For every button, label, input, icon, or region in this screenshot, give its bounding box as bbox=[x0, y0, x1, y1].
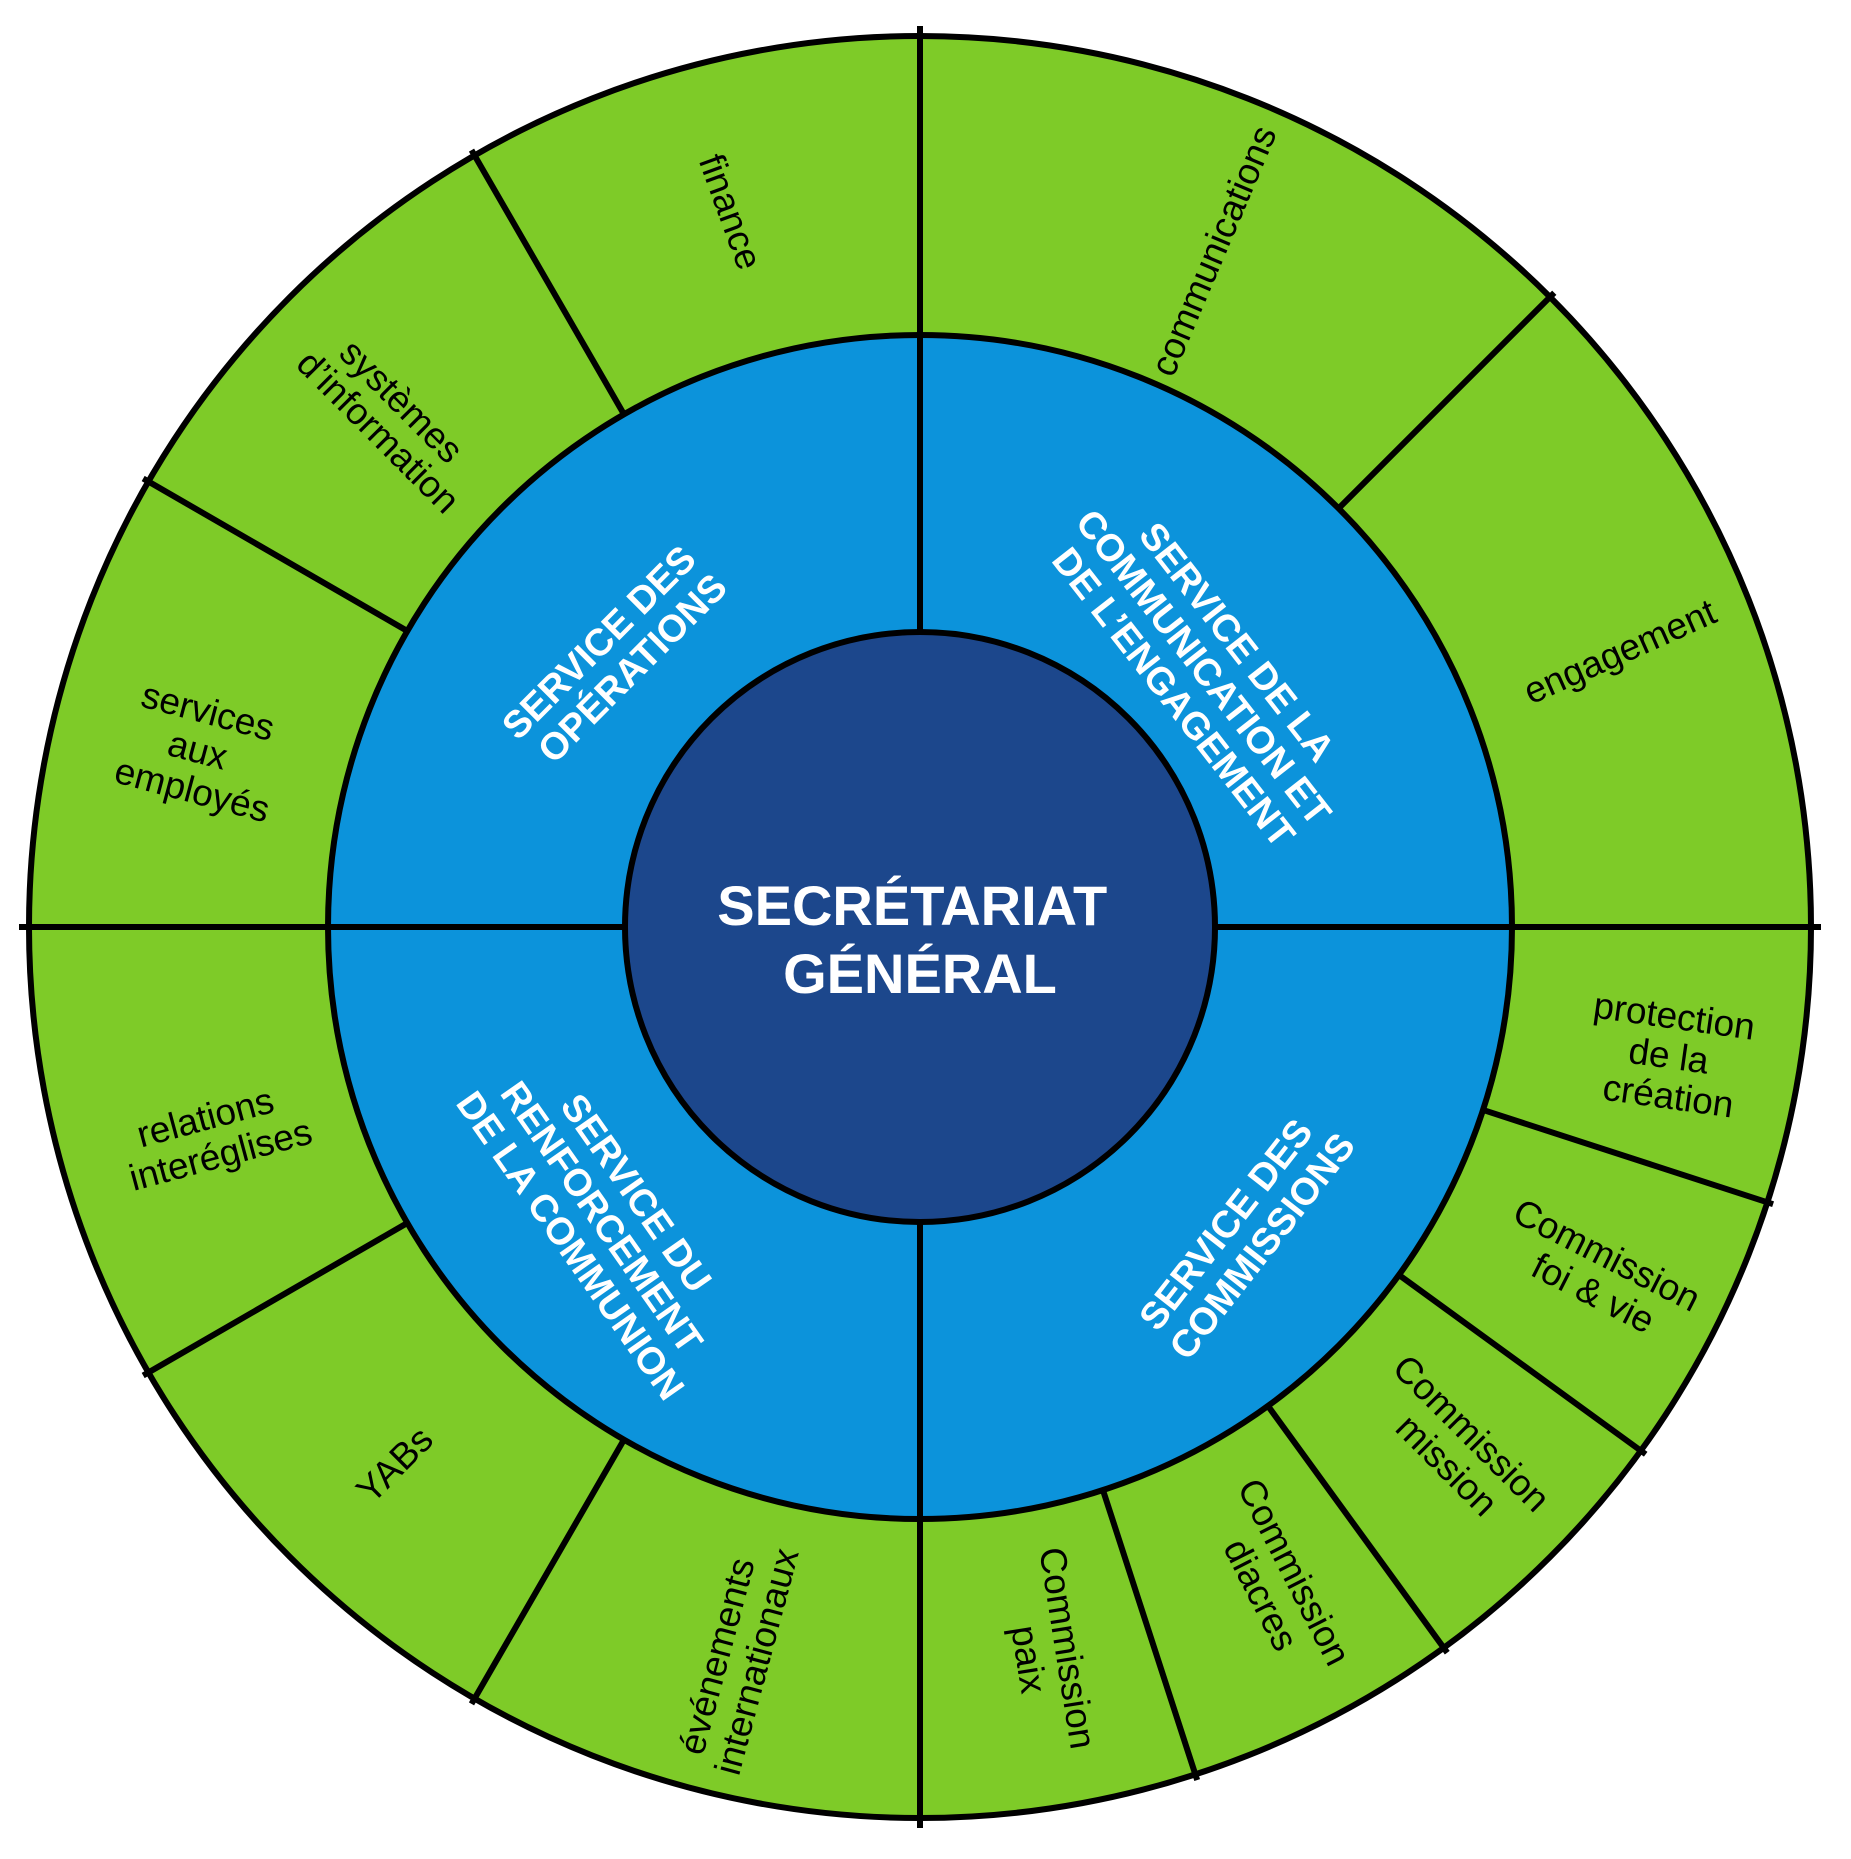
unit-dividers bbox=[19, 26, 1821, 1828]
unit-divider bbox=[468, 1438, 627, 1706]
unit-divider bbox=[468, 148, 627, 416]
service-dividers bbox=[328, 335, 1512, 1519]
unit-divider bbox=[141, 475, 409, 634]
unit-divider bbox=[1100, 1489, 1201, 1782]
unit-divider bbox=[141, 1220, 409, 1379]
unit-divider bbox=[1482, 1107, 1775, 1208]
center-circle bbox=[622, 629, 1218, 1225]
center-label-line: SECRÉTARIAT bbox=[717, 874, 1107, 937]
unit-divider bbox=[1265, 1404, 1450, 1655]
center-label: SECRÉTARIAT GÉNÉRAL bbox=[717, 874, 1122, 1005]
unit-divider bbox=[1336, 290, 1557, 511]
center-label-line: GÉNÉRAL bbox=[783, 942, 1057, 1005]
unit-divider bbox=[1397, 1272, 1648, 1457]
